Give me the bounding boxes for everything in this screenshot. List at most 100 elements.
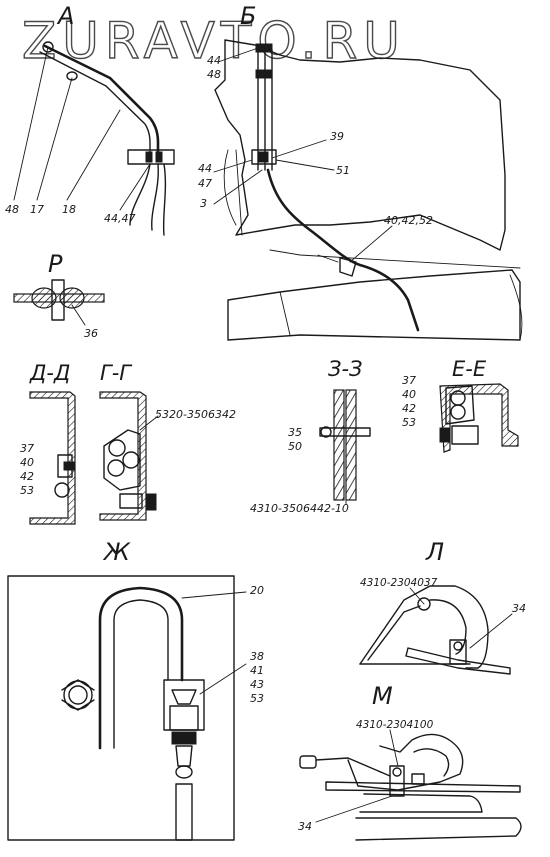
view-gg-tube-3 [122, 451, 140, 469]
view-dd-bolt [63, 461, 75, 471]
view-l-label-34: 34 [512, 602, 526, 615]
view-b-frame-line-2 [269, 249, 521, 269]
view-m-base [359, 793, 483, 813]
view-a-hose-3 [162, 163, 167, 236]
view-m-handle-knob [299, 755, 317, 769]
view-a-hose-2 [151, 163, 159, 231]
view-dd-label-42: 42 [20, 470, 34, 483]
view-m-lever [315, 757, 391, 777]
view-ee-channel [439, 383, 519, 453]
view-b: Б 44 48 39 44 47 51 3 40,42, [198, 2, 523, 341]
view-a-label-44-47: 44,47 [104, 212, 136, 225]
view-a-hose-1 [129, 163, 151, 226]
view-zh-connector [175, 745, 193, 767]
view-zz-label-35: 35 [288, 426, 302, 439]
view-l-hose [405, 647, 511, 675]
view-zz-title: З-З [328, 357, 363, 381]
view-ee-label-40: 40 [402, 388, 416, 401]
view-gg-label-part: 5320-3506342 [155, 408, 236, 421]
view-zz-clamp-bolt [320, 426, 332, 438]
view-gg-tube-1 [108, 439, 126, 457]
view-zh-hole-sides [61, 679, 95, 711]
view-a-leader-18 [66, 109, 121, 201]
view-a-clamp-plate [127, 149, 175, 165]
view-b-door-curve [223, 149, 237, 226]
view-a-leader-17 [36, 77, 73, 201]
view-l-leader-34 [469, 613, 513, 649]
view-l-clamp-bolt [453, 641, 463, 651]
view-b-frame [227, 269, 521, 341]
view-gg-bracket [119, 493, 143, 509]
view-dd-pipe [54, 482, 70, 498]
view-zh-hole-outer [63, 680, 93, 710]
view-zh-label-41: 41 [250, 664, 264, 677]
view-zh-title: Ж [102, 538, 131, 566]
view-m-title: М [372, 682, 393, 710]
view-zh-nut [171, 689, 197, 705]
view-b-label-44b: 44 [198, 162, 212, 175]
view-zh-label-53: 53 [250, 692, 264, 705]
view-p-title: Р [48, 250, 63, 278]
view-zh-leader-38 [199, 663, 247, 695]
view-a-label-17: 17 [30, 203, 44, 216]
view-ee-label-37: 37 [402, 374, 416, 387]
view-zz-hose-2 [345, 389, 357, 501]
view-b-leader-44-48 [217, 47, 259, 63]
view-m-hose [325, 781, 521, 793]
view-b-frame-line-1 [279, 291, 291, 336]
view-b-top-clamp [255, 43, 273, 53]
view-p-pipe [51, 279, 65, 321]
view-ee-bracket [451, 425, 479, 445]
view-b-clamp-bracket [317, 254, 339, 263]
view-gg: Г-Г 5320-3506342 [99, 361, 236, 521]
view-ee-tube-2 [450, 404, 466, 420]
view-gg-title: Г-Г [100, 361, 133, 385]
view-a-clip [66, 71, 78, 81]
view-zh-leader-20 [181, 591, 247, 599]
view-l-title: Л [425, 538, 444, 566]
view-m-frame [355, 817, 522, 841]
view-m-clamp-bolt [392, 767, 402, 777]
view-a-label-48: 48 [5, 203, 19, 216]
view-b-door-edge [235, 149, 243, 236]
view-l-bracket-inner [367, 605, 421, 661]
view-b-label-47: 47 [198, 177, 212, 190]
view-l: Л 4310-2304037 34 [359, 538, 526, 675]
view-gg-leader [139, 415, 159, 431]
view-zh-hole-inner [68, 685, 88, 705]
view-dd-label-37: 37 [20, 442, 34, 455]
view-b-mid-clamp [255, 69, 273, 79]
view-b-leader-3 [213, 169, 263, 205]
view-b-title: Б [240, 2, 256, 30]
view-l-label-part: 4310-2304037 [360, 577, 438, 589]
view-dd: Д-Д 37 40 42 53 [20, 361, 76, 525]
view-l-clamp [449, 639, 467, 665]
view-zh-label-43: 43 [250, 678, 264, 691]
view-dd-label-53: 53 [20, 484, 34, 497]
view-zz-label-50: 50 [288, 440, 302, 453]
view-zz: З-З 35 50 4310-3506442-10 [250, 357, 371, 515]
view-dd-title: Д-Д [29, 361, 70, 385]
view-b-label-39: 39 [330, 130, 344, 143]
view-dd-channel [29, 391, 76, 525]
view-ee-label-53: 53 [402, 416, 416, 429]
view-m-label-part: 4310-2304100 [356, 719, 434, 731]
view-ee-bolt [439, 427, 451, 443]
view-b-leader-44-47 [213, 159, 253, 173]
view-zz-clamp [319, 427, 371, 437]
view-m-leader-34 [315, 795, 393, 823]
view-a-rod-end [42, 41, 54, 53]
view-m-clamp [389, 765, 405, 797]
view-b-hose-clamp [339, 257, 357, 277]
view-gg-clip [103, 429, 141, 491]
view-b-low-bolt [257, 151, 269, 163]
view-zh: Ж 20 38 41 43 53 [7, 538, 264, 841]
view-zh-label-20: 20 [250, 584, 264, 597]
view-ee-clip [445, 385, 475, 425]
view-zz-hose-1 [333, 389, 345, 501]
view-l-leader-part [409, 587, 425, 605]
view-l-bracket-arc [429, 599, 467, 655]
view-b-leader-51 [275, 159, 335, 171]
